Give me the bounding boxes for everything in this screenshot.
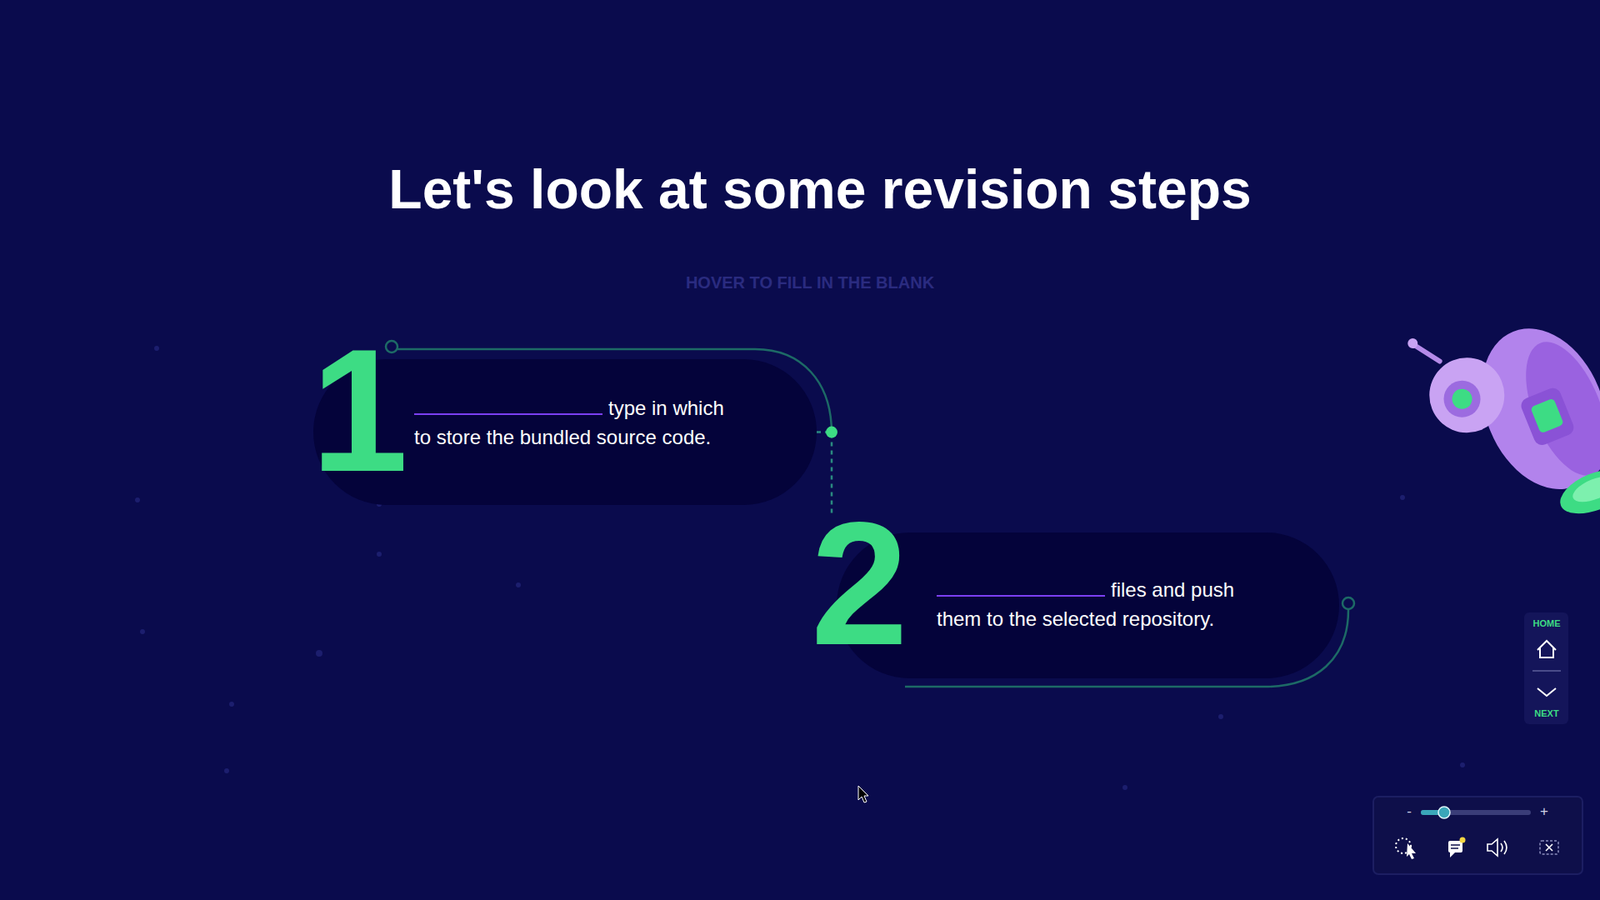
star xyxy=(154,345,160,351)
star xyxy=(315,650,323,657)
nav-widget xyxy=(1524,612,1569,725)
star xyxy=(224,768,230,774)
instruction-hint: HOVER TO FILL IN THE BLANK xyxy=(685,272,935,293)
star xyxy=(1218,714,1224,720)
fill-blank xyxy=(414,396,603,415)
slider-knob xyxy=(1438,806,1450,819)
robot-antenna-tip xyxy=(1405,336,1420,350)
mouse-cursor xyxy=(858,785,869,803)
step-text: type in which to store the bundled sourc… xyxy=(414,393,735,452)
robot-eye xyxy=(1449,385,1475,412)
next-chevron xyxy=(1537,688,1556,696)
close-icon xyxy=(1540,840,1559,855)
step-node: 1type in which to store the bundled sour… xyxy=(310,346,817,505)
step-number: 2 xyxy=(810,496,909,672)
robot-eye xyxy=(1438,375,1486,423)
timeline-ring xyxy=(1342,597,1355,610)
star xyxy=(229,701,235,707)
volume-plus: + xyxy=(1540,803,1549,820)
control-panel-box xyxy=(1373,796,1583,875)
star xyxy=(376,551,382,557)
step-description: files and push them to the selected repo… xyxy=(936,578,1235,630)
slide-title: Let's look at some revision steps xyxy=(388,156,1251,223)
step-text: files and push them to the selected repo… xyxy=(936,575,1258,634)
close-icon xyxy=(1545,844,1553,851)
star xyxy=(135,497,140,503)
robot-body-shade xyxy=(1509,330,1600,488)
control-panel xyxy=(1373,796,1583,875)
robot-panel xyxy=(1519,385,1577,448)
notification-dot xyxy=(1460,837,1466,844)
robot-screen xyxy=(1530,398,1565,435)
step-description: type in which to store the bundled sourc… xyxy=(414,396,725,449)
step-number: 1 xyxy=(310,323,409,499)
robot-antenna xyxy=(1415,340,1440,368)
star xyxy=(515,582,521,588)
fill-blank xyxy=(936,578,1105,597)
caption-icon xyxy=(1448,840,1463,853)
home-icon xyxy=(1537,640,1556,658)
nav-panel xyxy=(1524,612,1569,725)
robot-illustration xyxy=(1405,280,1600,554)
robot-jet xyxy=(1569,470,1600,507)
caption-icon xyxy=(1450,844,1460,846)
nav-label: NEXT xyxy=(1534,708,1559,720)
star xyxy=(1122,785,1128,790)
nav-label: HOME xyxy=(1533,618,1561,630)
robot-head xyxy=(1418,346,1516,445)
star xyxy=(1400,495,1405,500)
star xyxy=(1460,762,1465,768)
connector-dot xyxy=(825,426,838,439)
pointer-icon xyxy=(1406,843,1416,860)
nav-divider xyxy=(1532,670,1561,672)
step-node: 2files and push them to the selected rep… xyxy=(810,513,1340,679)
speaker-icon xyxy=(1487,839,1498,856)
volume-minus: - xyxy=(1406,803,1412,820)
step-pill xyxy=(836,532,1340,679)
caption-icon xyxy=(1450,847,1459,850)
speaker-icon xyxy=(1500,840,1507,855)
robot-jet xyxy=(1554,460,1600,524)
caption-icon xyxy=(1450,852,1455,858)
star xyxy=(140,629,145,635)
